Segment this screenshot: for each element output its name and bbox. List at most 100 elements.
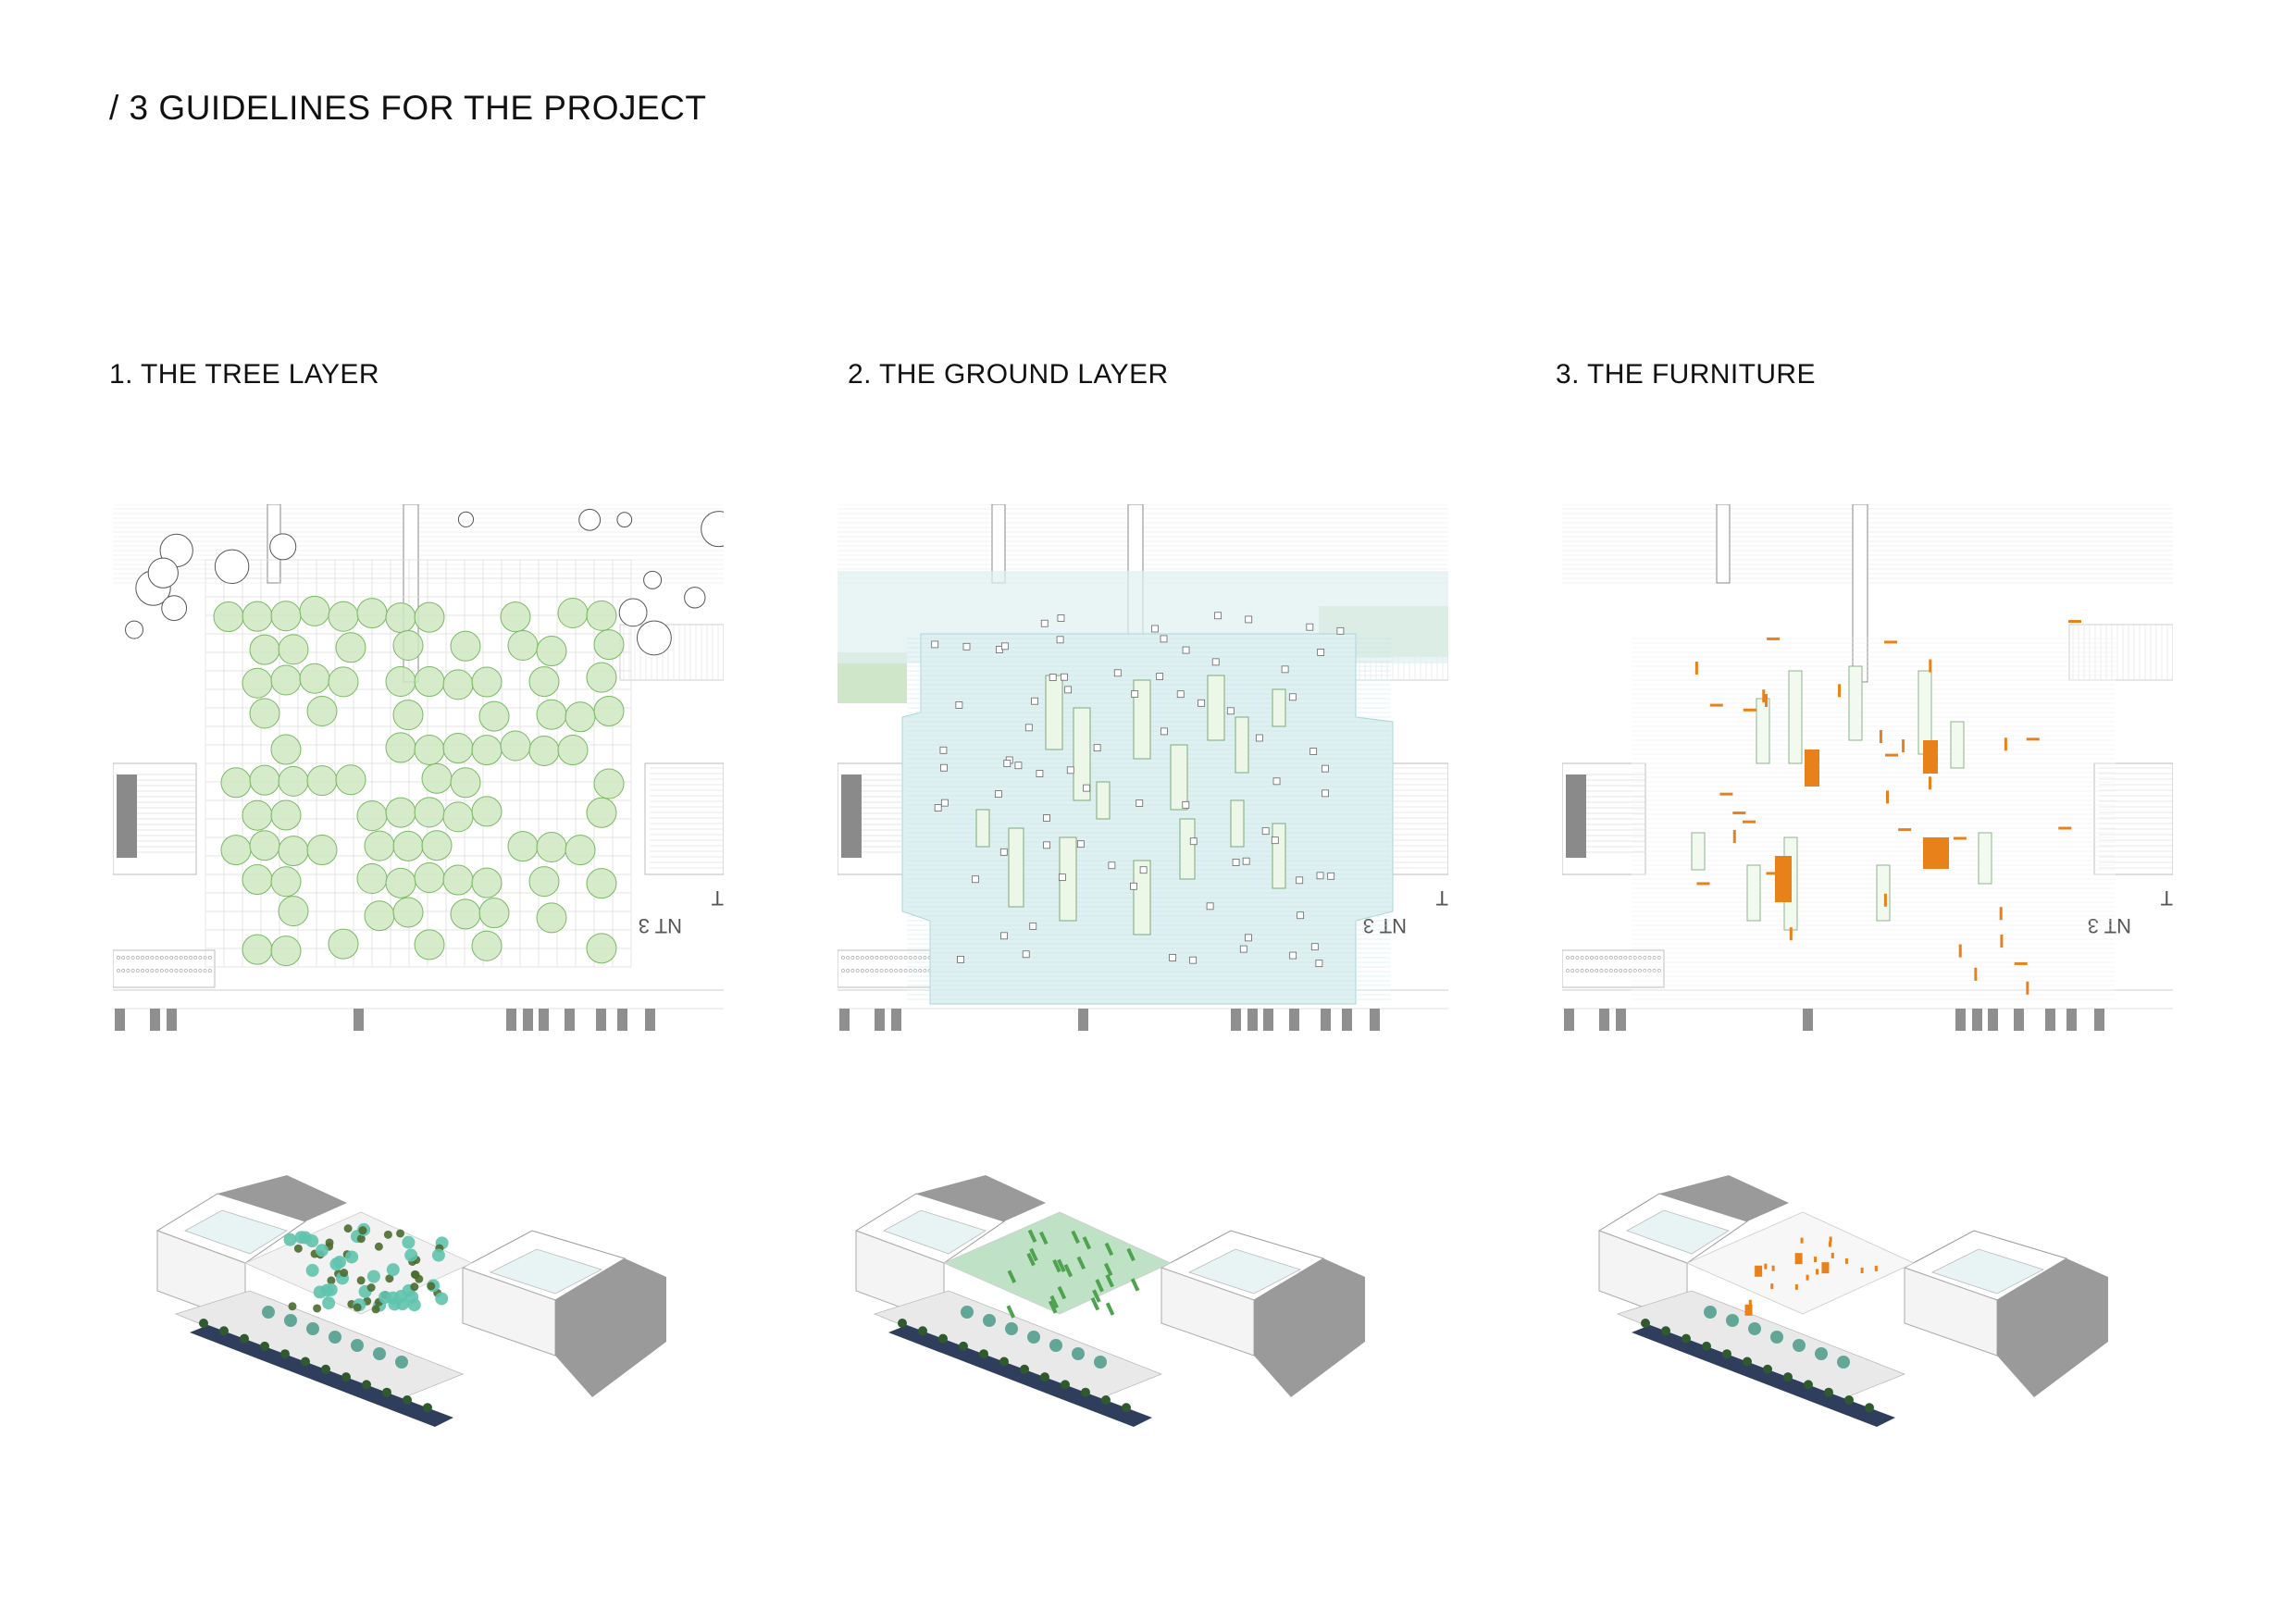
axo-plaza-tree: [371, 1305, 380, 1314]
axo-plaza-tree: [374, 1242, 383, 1251]
new-tree: [299, 663, 330, 694]
furniture-bench: [2004, 737, 2007, 751]
axo-ground-paver: [1095, 1279, 1104, 1293]
axo-street-tree: [423, 1403, 432, 1413]
axo-plaza-tree: [315, 1244, 329, 1258]
new-tree: [385, 797, 416, 828]
existing-tree: [643, 570, 663, 589]
planter-dot: [203, 969, 207, 973]
planter-dot: [908, 969, 912, 973]
vertical-element: [1716, 504, 1731, 584]
axo-ground-paver: [1038, 1231, 1049, 1245]
ground-paver: [975, 809, 990, 848]
axo-ground-paver: [1026, 1252, 1036, 1267]
furniture-bench: [1884, 640, 1898, 644]
planter-dot: [841, 956, 845, 960]
left-building-shadow: [916, 1175, 1046, 1221]
axo-plaza-tree: [386, 1263, 400, 1277]
new-tree: [536, 636, 567, 667]
planter-dot: [169, 969, 174, 973]
planter-dot: [1580, 969, 1584, 973]
new-tree: [249, 634, 280, 665]
axo-furniture: [1806, 1274, 1809, 1281]
new-tree: [414, 862, 445, 894]
parking-bollard: [1231, 1009, 1241, 1031]
ground-marker: [1130, 882, 1137, 890]
parking-bollard: [1955, 1009, 1966, 1031]
existing-tree: [125, 620, 144, 639]
ground-marker: [1245, 934, 1252, 942]
new-tree: [364, 830, 395, 861]
existing-tree: [147, 557, 179, 588]
new-tree: [450, 767, 481, 799]
axo-plaza-tree: [427, 1282, 436, 1291]
ground-marker: [1189, 837, 1198, 846]
axo-furniture: [1748, 1303, 1752, 1309]
planter-dot: [875, 956, 879, 960]
new-tree: [270, 799, 302, 831]
ground-marker: [1000, 642, 1009, 650]
axo-street-tree: [240, 1333, 249, 1344]
new-tree: [593, 768, 625, 799]
axo-street-tree: [1844, 1395, 1854, 1405]
axo-plaza-tree: [410, 1282, 419, 1292]
ground-marker: [1057, 614, 1065, 622]
planter-dot: [141, 956, 144, 960]
ground-marker: [1297, 911, 1305, 920]
planter-dot: [193, 969, 198, 973]
furniture-bench: [1898, 828, 1912, 832]
new-tree: [249, 830, 280, 861]
ground-marker: [1061, 673, 1068, 681]
axo-plaza-tree: [305, 1263, 319, 1277]
existing-tree: [618, 598, 648, 627]
axo-street-tree: [959, 1341, 968, 1351]
ground-marker: [1315, 960, 1323, 968]
planter-dot: [889, 956, 893, 960]
ground-paver: [1272, 823, 1286, 889]
new-tree: [500, 601, 531, 633]
left-building-shadow: [1659, 1175, 1789, 1221]
furniture-bench: [1883, 893, 1887, 907]
ground-paver: [1230, 799, 1245, 848]
axo-street-tree: [301, 1357, 310, 1367]
ground-marker: [1310, 943, 1319, 951]
new-tree: [414, 797, 445, 828]
ground-paver: [1848, 665, 1863, 741]
new-tree: [242, 667, 273, 699]
new-tree: [270, 734, 302, 765]
new-tree: [593, 695, 625, 726]
planter-dot: [198, 956, 203, 960]
ground-marker: [1156, 673, 1164, 680]
axo-plaza-tree: [313, 1285, 327, 1299]
ground-marker: [1031, 697, 1039, 705]
right-building-shadow: [1997, 1258, 2108, 1397]
ground-marker: [999, 848, 1008, 856]
ground-paver: [1179, 818, 1196, 880]
planter-dot: [150, 969, 155, 973]
planter-dot: [1575, 969, 1580, 973]
furniture-bench: [1696, 882, 1710, 886]
ground-marker: [1000, 932, 1008, 940]
axo-street-tree: [362, 1380, 371, 1390]
axo-street-tree: [321, 1364, 330, 1374]
new-tree: [421, 830, 453, 861]
new-tree: [392, 629, 424, 661]
axo-street-tree: [1804, 1380, 1813, 1390]
new-tree: [507, 831, 539, 862]
furniture-bench: [1953, 836, 1967, 840]
ground-marker: [1131, 690, 1139, 698]
ground-marker: [1043, 841, 1050, 849]
ground-marker: [1317, 649, 1325, 656]
axo-furniture: [1590, 1175, 2228, 1453]
planter-dot: [150, 956, 155, 960]
new-tree: [471, 735, 503, 766]
ground-marker: [1160, 635, 1168, 643]
axo-feature-tree: [1748, 1322, 1761, 1335]
new-tree: [528, 666, 560, 698]
furniture-bench: [1694, 661, 1698, 675]
furniture-bench: [1767, 637, 1781, 640]
planter-dot: [174, 956, 179, 960]
furniture-bench: [1886, 790, 1890, 804]
ground-marker: [1043, 814, 1050, 822]
planter-dot: [145, 969, 150, 973]
